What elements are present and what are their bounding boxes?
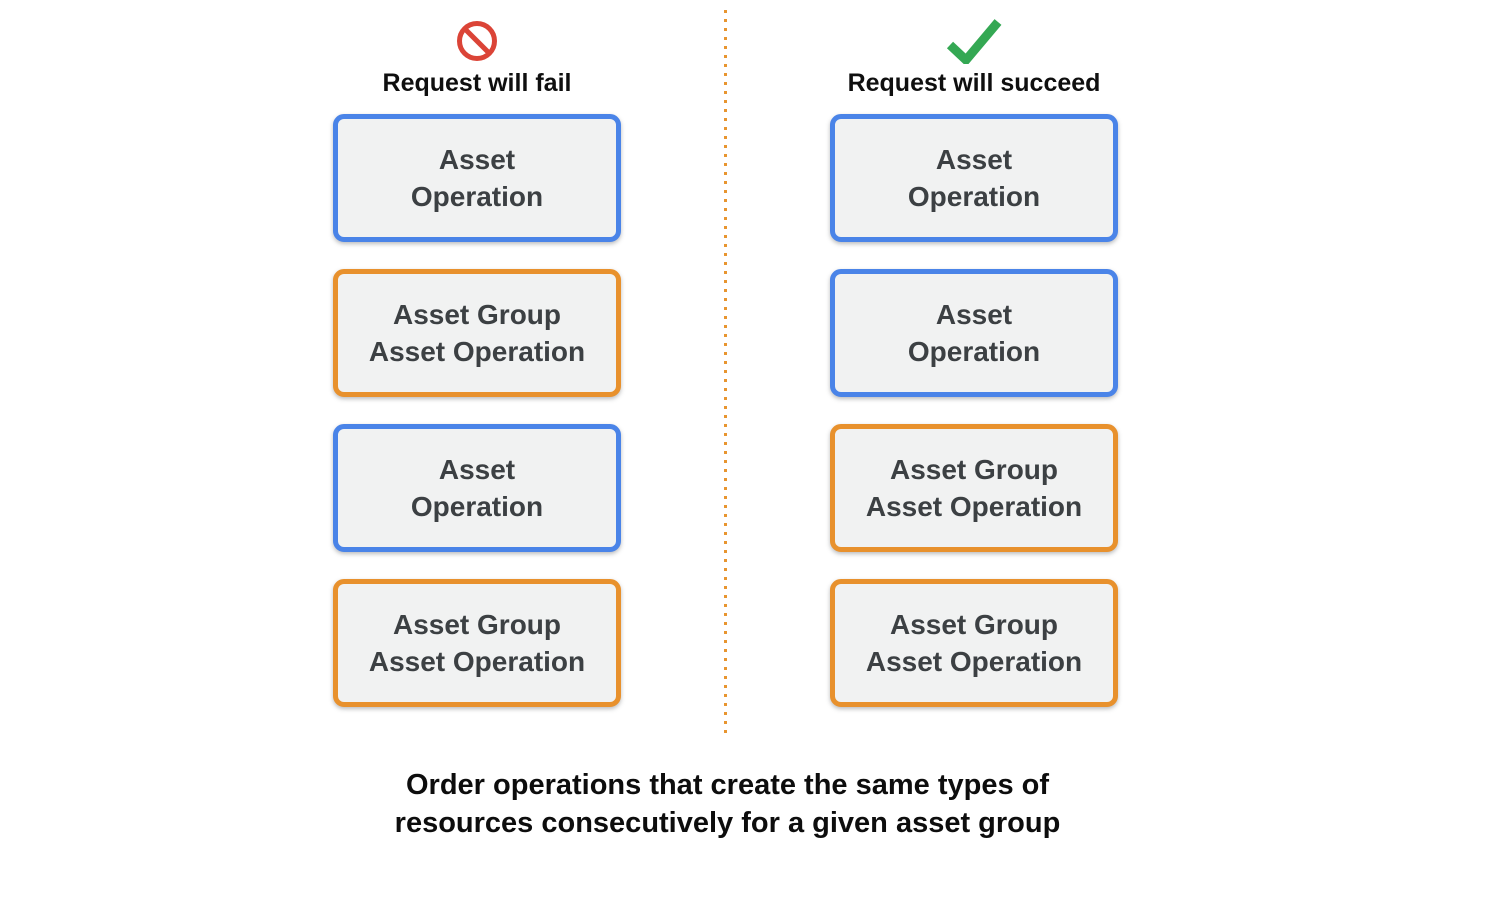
box-label-line: Operation (907, 336, 1041, 367)
flow-box-fail-1: Asset Operation (333, 114, 621, 242)
flow-box-fail-4: Asset Group Asset Operation (333, 579, 621, 707)
prohibition-icon (456, 18, 498, 64)
flow-box-fail-3: Asset Operation (333, 424, 621, 552)
fail-heading: Request will fail (382, 69, 572, 97)
box-label-line: Asset Group (889, 609, 1059, 640)
box-label-line: Asset Group (392, 299, 562, 330)
flow-box-succeed-2: Asset Operation (830, 269, 1118, 397)
box-label-line: Asset (935, 299, 1013, 330)
flow-box-fail-2: Asset Group Asset Operation (333, 269, 621, 397)
caption-line-1: Order operations that create the same ty… (405, 769, 1050, 801)
box-label-line: Asset (935, 144, 1013, 175)
flow-box-succeed-3: Asset Group Asset Operation (830, 424, 1118, 552)
box-label-line: Asset Operation (865, 491, 1083, 522)
caption-line-2: resources consecutively for a given asse… (394, 807, 1061, 839)
box-label-line: Operation (410, 181, 544, 212)
box-label-line: Asset (438, 144, 516, 175)
flow-box-succeed-4: Asset Group Asset Operation (830, 579, 1118, 707)
succeed-column: Request will succeed Asset Operation Ass… (830, 18, 1118, 734)
fail-column: Request will fail Asset Operation Asset … (333, 18, 621, 734)
dotted-divider (724, 10, 727, 736)
box-label-line: Asset Operation (865, 646, 1083, 677)
box-label-line: Asset Operation (368, 336, 586, 367)
box-label-line: Operation (907, 181, 1041, 212)
caption: Order operations that create the same ty… (0, 766, 1455, 842)
succeed-heading: Request will succeed (847, 69, 1101, 97)
checkmark-icon (945, 18, 1003, 64)
box-label-line: Operation (410, 491, 544, 522)
flow-box-succeed-1: Asset Operation (830, 114, 1118, 242)
box-label-line: Asset (438, 454, 516, 485)
box-label-line: Asset Group (889, 454, 1059, 485)
box-label-line: Asset Group (392, 609, 562, 640)
box-label-line: Asset Operation (368, 646, 586, 677)
